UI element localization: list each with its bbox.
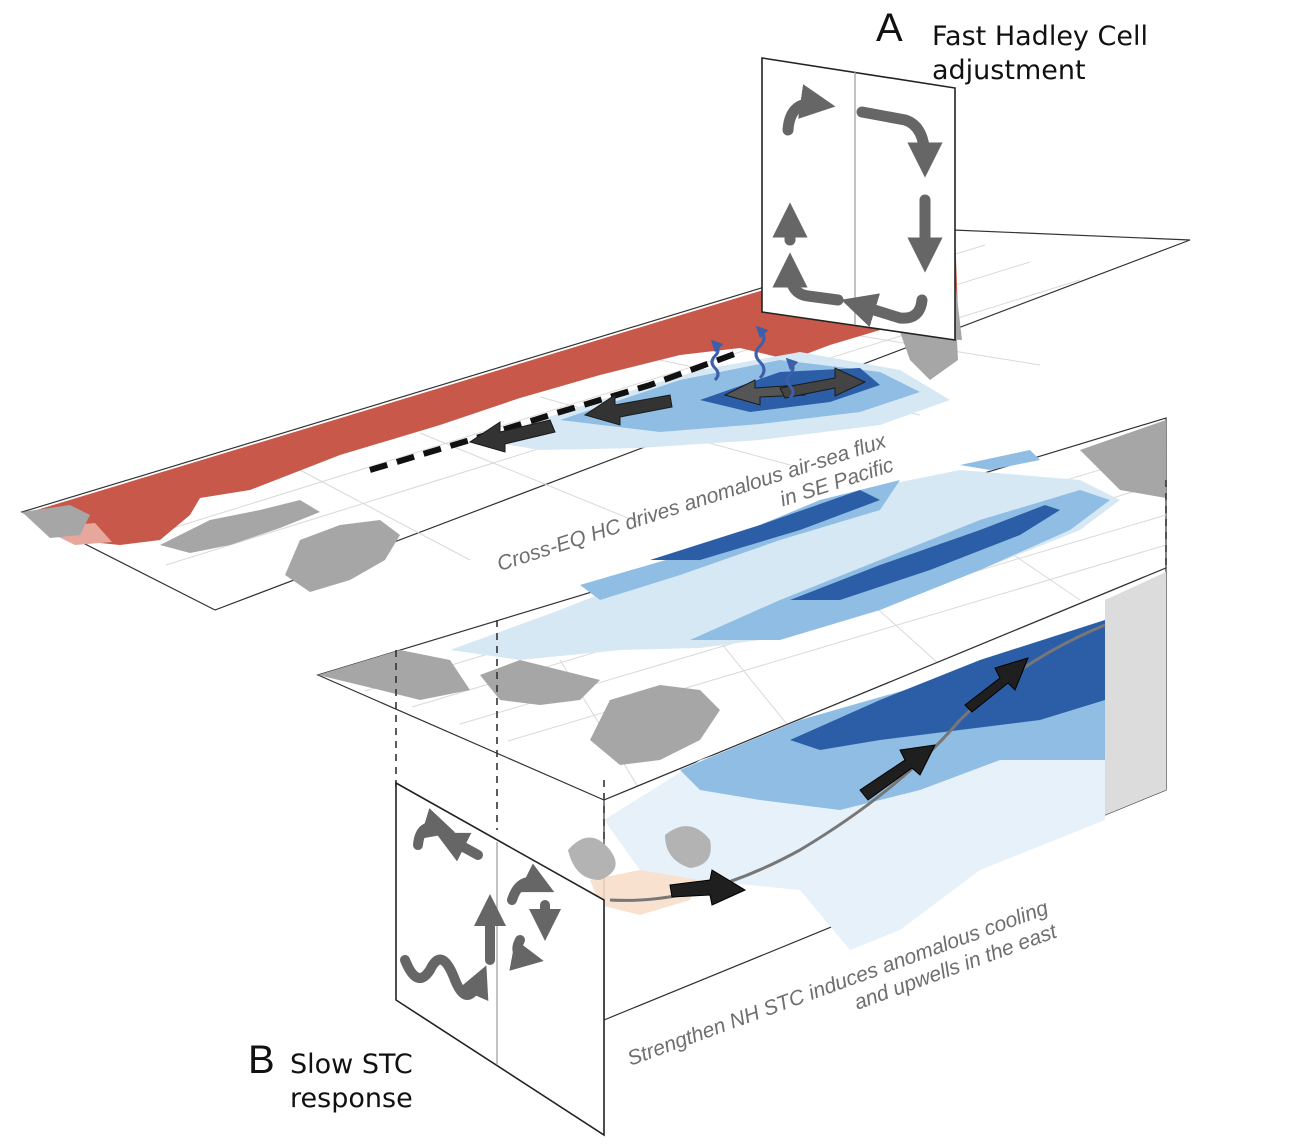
land-asia-lower [318,650,470,700]
land-australia-lower [590,685,720,765]
land-islands-lower [480,660,600,705]
section-warm-patch [590,870,700,915]
land-australia [285,520,400,592]
lower-map-land [318,420,1166,765]
land-maritime-continent [160,500,320,553]
panel-b-title: Slow STC response [290,1048,413,1116]
map-cool-light-2 [960,450,1040,470]
hadley-arrow-top-left [782,84,836,136]
stc-arrow-top-left [413,808,456,850]
itcz-dashed-line [369,349,742,473]
warm-anomaly-band [30,232,958,545]
stc-arrow-top [435,832,483,862]
hadley-arrow-top-right [856,106,943,178]
wind-arrow-4 [779,367,867,399]
air-sea-flux-arrows [710,325,799,400]
land-asia [22,505,90,538]
hadley-circulation-arrows [772,84,943,328]
map-cool-dark-2 [650,490,880,560]
land-americas-lower [1080,420,1166,498]
map-cool-dark-1 [790,505,1060,600]
stc-arrow-3 [964,657,1029,713]
panel-b-title-line2: response [290,1082,413,1114]
wind-arrow-2 [583,394,673,426]
hadley-frame [761,57,956,341]
stc-arrow-right-top [507,863,555,905]
stc-arrow-right-bottom [509,935,544,971]
surface-wind-arrows [468,367,867,453]
stc-arrow-1 [669,869,747,906]
stc-circulation-arrows [400,808,562,1002]
stc-arrow-2 [859,744,936,801]
flux-arrow-2 [754,325,769,380]
panel-a-title-line1: Fast Hadley Cell [932,21,1148,52]
hadley-arrow-bottom-right [841,293,928,328]
section-gray-blob-2 [665,826,711,868]
wind-arrow-1 [468,419,556,453]
panel-b-title-line1: Slow STC [290,1049,413,1080]
panel-a-title: Fast Hadley Cell adjustment [932,20,1148,88]
panel-b-letter: B [248,1038,275,1082]
stc-panel [395,781,605,1137]
flux-arrow-1 [710,339,724,382]
panel-a-letter: A [876,6,903,50]
stc-arrow-wave [400,954,489,1002]
projection-dashed-lines [395,480,1167,840]
flux-arrow-3 [785,357,799,400]
hadley-cell-panel [761,57,956,341]
stc-flow-arrows [669,657,1029,906]
stc-frame [395,781,605,1137]
section-cool-dark [790,620,1105,750]
panel-a-title-line2: adjustment [932,54,1086,86]
map-cool-light-1 [450,470,1120,660]
lower-map [316,417,1167,1021]
section-land-east [1105,572,1166,815]
section-gray-blob-1 [568,837,616,880]
hadley-arrow-bottom-left [772,252,844,306]
